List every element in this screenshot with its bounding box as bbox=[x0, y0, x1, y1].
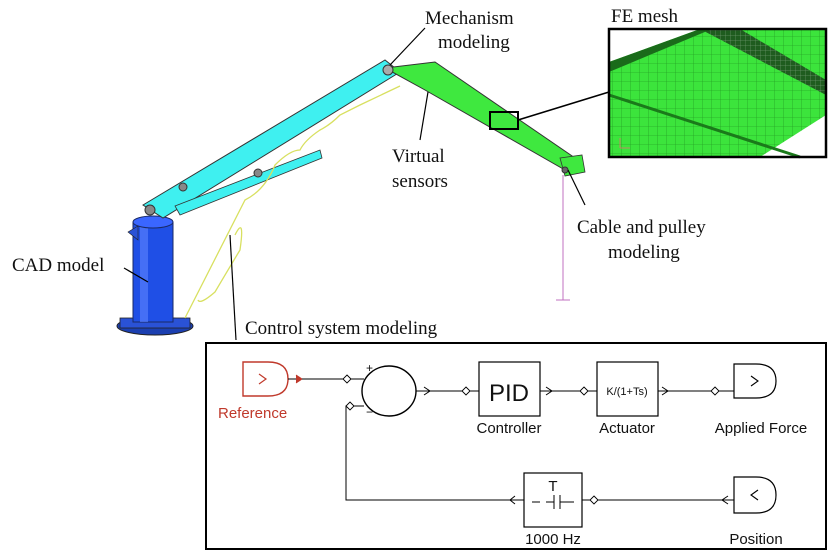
label-mechanism-2: modeling bbox=[438, 32, 510, 53]
cad-leader bbox=[123, 267, 149, 283]
controller-label: Controller bbox=[476, 420, 541, 437]
pid-block bbox=[478, 361, 541, 417]
control-leader bbox=[229, 234, 237, 341]
cable bbox=[184, 85, 401, 319]
mesh-zoom-box bbox=[489, 111, 519, 130]
cable-leader bbox=[567, 169, 586, 206]
fe-mesh-frame bbox=[607, 27, 828, 159]
cyan-boom bbox=[142, 59, 401, 219]
position-label: Position bbox=[729, 531, 782, 548]
applied-force-block bbox=[733, 363, 777, 399]
position-port-icon bbox=[750, 489, 759, 501]
sampler-rate: 1000 Hz bbox=[525, 531, 581, 548]
sampler-icon bbox=[532, 495, 574, 509]
reference-port-icon bbox=[258, 373, 268, 385]
port-diamonds bbox=[342, 374, 720, 505]
label-cad-model: CAD model bbox=[12, 255, 104, 276]
boom-joint bbox=[144, 204, 156, 216]
boom-joint bbox=[178, 182, 188, 192]
label-virtual-1: Virtual bbox=[392, 146, 445, 167]
sampler-block bbox=[523, 472, 583, 528]
label-mechanism-1: Mechanism bbox=[425, 8, 514, 29]
crane-base bbox=[116, 215, 194, 336]
mechanism-leader bbox=[389, 27, 426, 66]
position-block bbox=[733, 476, 777, 514]
axis-triad-icon bbox=[619, 138, 630, 149]
cable-spring bbox=[197, 227, 243, 303]
sensors-leader bbox=[419, 91, 429, 141]
actuator-label: Actuator bbox=[599, 420, 655, 437]
pulley bbox=[561, 166, 569, 174]
label-cable-2: modeling bbox=[608, 242, 680, 263]
sum-minus: − bbox=[366, 405, 373, 419]
control-diagram: Reference + − PID Controller K/(1+Ts) Ac… bbox=[205, 342, 827, 550]
mesh-leader bbox=[517, 91, 610, 121]
sum-plus: + bbox=[366, 361, 373, 375]
reference-label: Reference bbox=[218, 405, 287, 422]
label-cable-1: Cable and pulley bbox=[577, 217, 706, 238]
actuator-tf: K/(1+Ts) bbox=[606, 386, 647, 398]
label-virtual-2: sensors bbox=[392, 171, 448, 192]
fe-mesh-inset bbox=[607, 27, 828, 159]
boom-joint bbox=[253, 168, 263, 178]
applied-force-label: Applied Force bbox=[715, 420, 808, 437]
cyan-boom-strut bbox=[174, 149, 323, 216]
label-control-system: Control system modeling bbox=[245, 318, 438, 339]
label-fe-mesh: FE mesh bbox=[611, 6, 679, 27]
jib-joint bbox=[382, 64, 394, 76]
applied-force-port-icon bbox=[750, 375, 759, 387]
sampler-symbol: T bbox=[548, 478, 557, 495]
pid-symbol: PID bbox=[489, 380, 529, 407]
actuator-block bbox=[596, 361, 659, 417]
